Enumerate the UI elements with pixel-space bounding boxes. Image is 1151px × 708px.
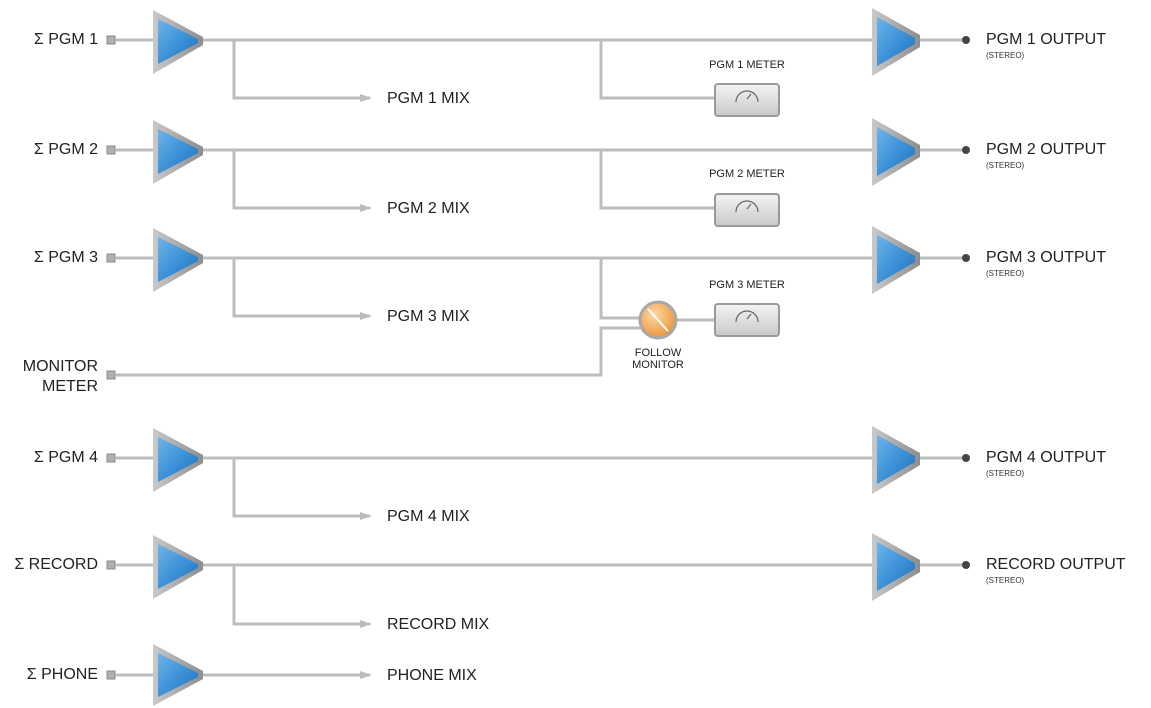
mix-branch-wire: [232, 458, 370, 518]
output-jack: [962, 36, 970, 44]
input-jack: [106, 35, 116, 45]
output-amplifier: [872, 226, 920, 294]
input-jack: [106, 453, 116, 463]
output-label-record: RECORD OUTPUT: [986, 556, 1126, 573]
mix-branch-wire: [232, 40, 370, 100]
follow-monitor-label: FOLLOW MONITOR: [613, 347, 703, 371]
output-jack: [962, 254, 970, 262]
row-phone: [106, 644, 372, 706]
input-label-record: Σ RECORD: [14, 556, 98, 573]
input-jack: [106, 370, 116, 380]
output-label-pgm2: PGM 2 OUTPUT: [986, 141, 1107, 158]
mix-label-pgm3: PGM 3 MIX: [387, 308, 470, 325]
mix-label-pgm2: PGM 2 MIX: [387, 200, 470, 217]
output-label-pgm1: PGM 1 OUTPUT: [986, 31, 1107, 48]
follow-monitor-label-line2: MONITOR: [632, 359, 684, 371]
input-jack: [106, 253, 116, 263]
output-sub-pgm1: (STEREO): [986, 51, 1025, 60]
output-sub-pgm4: (STEREO): [986, 469, 1025, 478]
meter-branch-wire: [599, 150, 715, 210]
mix-label-phone: PHONE MIX: [387, 667, 477, 684]
output-amplifier: [872, 8, 920, 76]
input-label-pgm2: Σ PGM 2: [33, 141, 98, 158]
row-monitor-meter: [106, 326, 641, 380]
meter-label-pgm1: PGM 1 METER: [709, 59, 785, 71]
input-label-pgm1: Σ PGM 1: [33, 31, 98, 48]
arrow-icon: [360, 204, 372, 212]
arrow-icon: [360, 620, 372, 628]
output-amplifier: [872, 533, 920, 601]
input-label-pgm3: Σ PGM 3: [33, 249, 98, 266]
meter-icon[interactable]: [714, 83, 780, 117]
meter-icon[interactable]: [714, 303, 780, 337]
row-pgm4: [106, 426, 970, 520]
mix-branch-wire: [232, 565, 370, 626]
output-sub-pgm3: (STEREO): [986, 269, 1025, 278]
arrow-icon: [360, 312, 372, 320]
input-amplifier: [153, 228, 203, 292]
input-jack: [106, 560, 116, 570]
mix-label-pgm1: PGM 1 MIX: [387, 90, 470, 107]
input-label-monitor-meter: MONITOR METER: [23, 357, 98, 397]
input-label-pgm4: Σ PGM 4: [33, 449, 98, 466]
mix-label-record: RECORD MIX: [387, 616, 490, 633]
mix-label-pgm4: PGM 4 MIX: [387, 508, 470, 525]
mix-branch-wire: [232, 150, 370, 210]
arrow-icon: [360, 512, 372, 520]
output-jack: [962, 561, 970, 569]
input-label-phone: Σ PHONE: [26, 666, 98, 683]
input-label-monitor-meter-line1: MONITOR: [22, 358, 98, 375]
follow-monitor-button[interactable]: [638, 300, 678, 340]
meter-branch-wire: [599, 40, 715, 100]
follow-monitor-label-line1: FOLLOW: [634, 347, 682, 359]
input-amplifier: [153, 120, 203, 184]
output-label-pgm3: PGM 3 OUTPUT: [986, 249, 1107, 266]
row-record: [106, 533, 970, 628]
output-amplifier: [872, 118, 920, 186]
output-jack: [962, 454, 970, 462]
arrow-icon: [360, 94, 372, 102]
input-jack: [106, 670, 116, 680]
input-jack: [106, 145, 116, 155]
input-amplifier: [153, 644, 203, 706]
meter-label-pgm2: PGM 2 METER: [709, 168, 785, 180]
output-label-pgm4: PGM 4 OUTPUT: [986, 449, 1107, 466]
input-label-monitor-meter-line2: METER: [42, 378, 98, 395]
mix-branch-wire: [232, 258, 370, 318]
row-pgm1: [106, 8, 970, 117]
meter-branch-wire: [599, 258, 640, 320]
monitor-wire: [115, 326, 641, 377]
input-amplifier: [153, 535, 203, 599]
output-sub-record: (STEREO): [986, 576, 1025, 585]
row-pgm2: [106, 118, 970, 227]
input-amplifier: [153, 428, 203, 492]
output-jack: [962, 146, 970, 154]
arrow-icon: [360, 671, 372, 679]
output-sub-pgm2: (STEREO): [986, 161, 1025, 170]
meter-icon[interactable]: [714, 193, 780, 227]
meter-label-pgm3: PGM 3 METER: [709, 279, 785, 291]
output-amplifier: [872, 426, 920, 494]
input-amplifier: [153, 10, 203, 74]
row-pgm3: [106, 226, 970, 340]
